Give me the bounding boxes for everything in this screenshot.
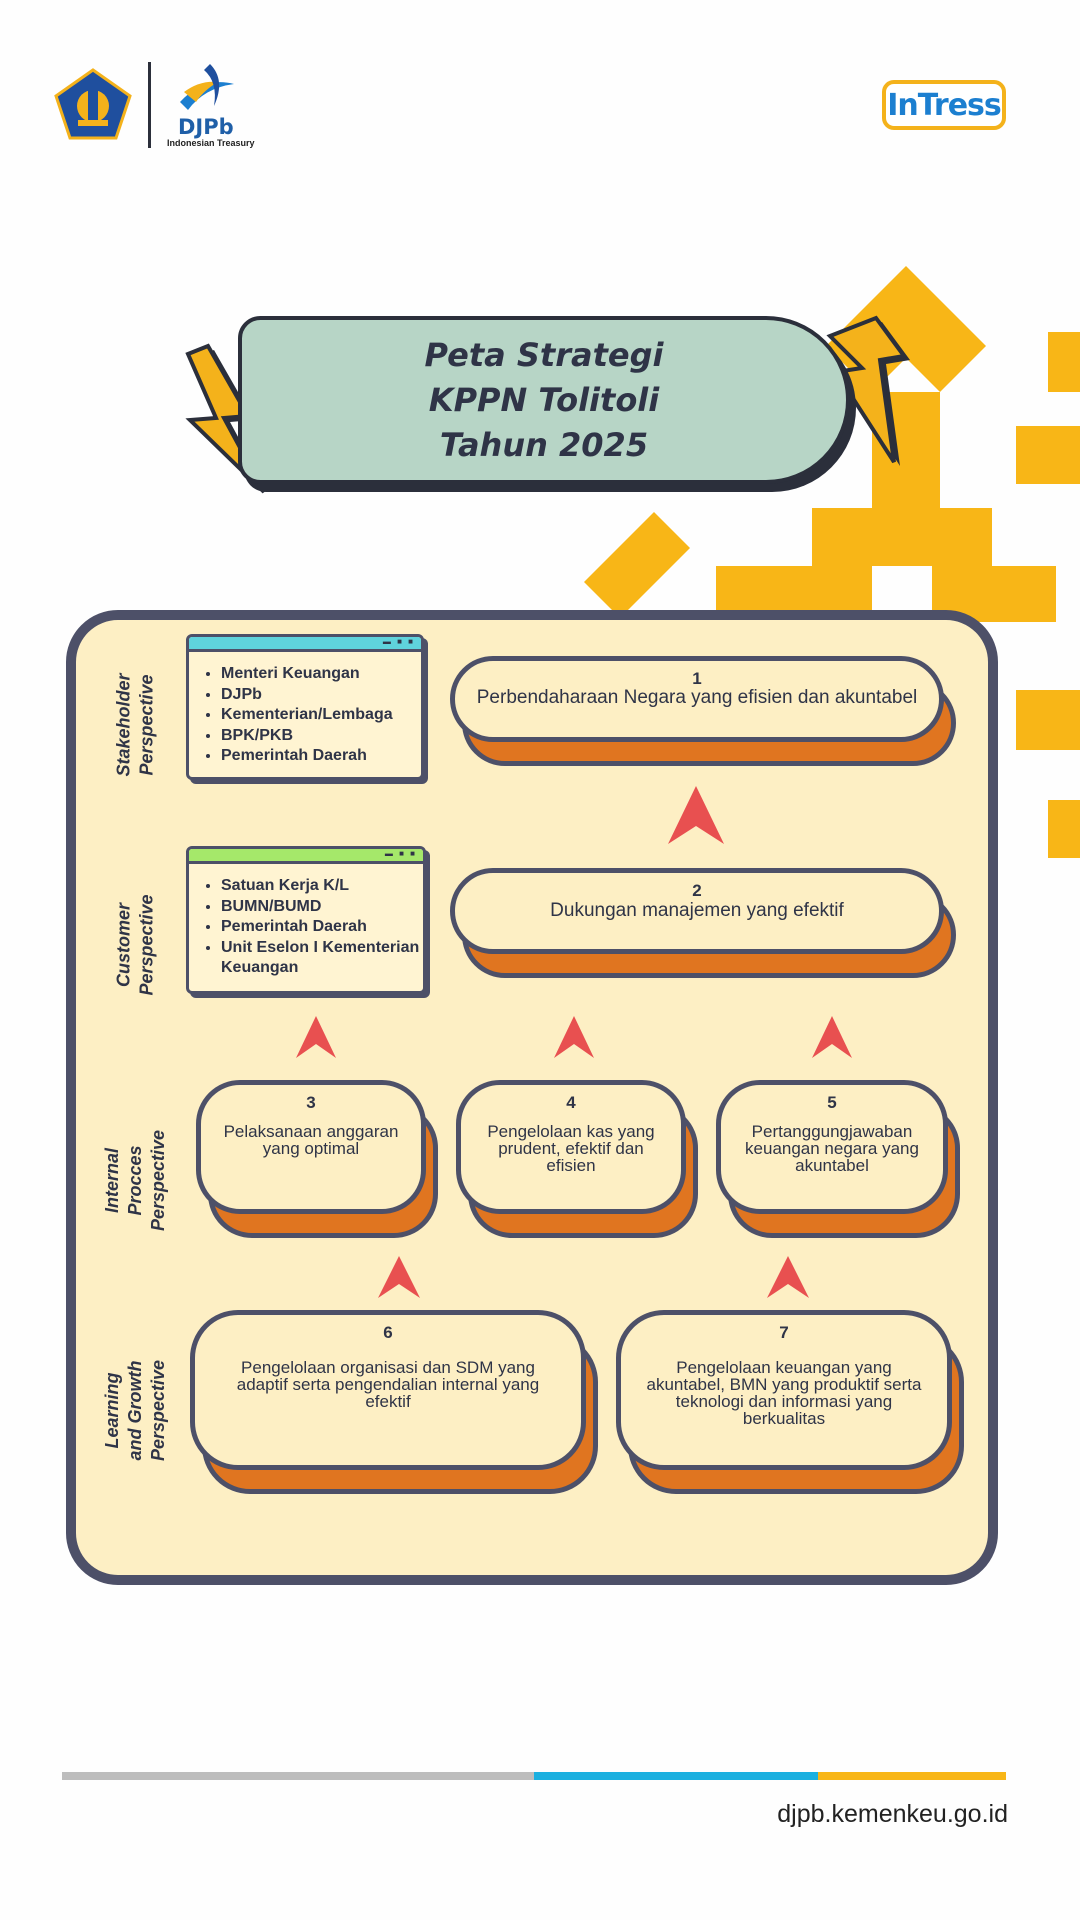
intress-logo: InTress (882, 80, 1006, 130)
list-item: Satuan Kerja K/L (221, 876, 423, 897)
objective-text: Pelaksanaan anggaran yang optimal (223, 1122, 399, 1158)
djpb-logo-subtitle: Indonesian Treasury (167, 138, 255, 148)
title-banner: Peta Strategi KPPN Tolitoli Tahun 2025 (238, 316, 850, 484)
list-item: Unit Eselon I Kementerian Keuangan (221, 938, 423, 979)
footer-bar-gray (62, 1772, 534, 1780)
objective-number: 5 (827, 1093, 837, 1112)
objective-text: Pertanggungjawaban keuangan negara yang … (745, 1122, 919, 1175)
objective-number: 7 (779, 1323, 789, 1342)
objective-text: Pengelolaan organisasi dan SDM yang adap… (236, 1358, 540, 1411)
objective-node-2: 2 Dukungan manajemen yang efektif (450, 868, 956, 978)
list-item: Pemerintah Daerah (221, 917, 423, 938)
djpb-logo-text: DJPb (178, 115, 234, 139)
title-line-3: Tahun 2025 (439, 425, 649, 464)
objective-node-4: 4 Pengelolaan kas yang prudent, efektif … (456, 1080, 698, 1238)
objective-text: Dukungan manajemen yang efektif (550, 900, 844, 921)
title-line-1: Peta Strategi (424, 335, 664, 374)
list-item: BPK/PKB (221, 726, 421, 747)
objective-node-6: 6 Pengelolaan organisasi dan SDM yang ad… (190, 1310, 598, 1494)
list-item: BUMN/BUMD (221, 897, 423, 918)
objective-node-3: 3 Pelaksanaan anggaran yang optimal (196, 1080, 438, 1238)
objective-number: 1 (692, 669, 702, 688)
objective-text: Pengelolaan keuangan yang akuntabel, BMN… (646, 1358, 922, 1428)
djpb-logo-icon (180, 64, 234, 110)
footer-bar-yellow (818, 1772, 1006, 1780)
perspective-label-customer: Customer Perspective (114, 894, 158, 996)
arrow-up-5-to-2-icon (812, 1016, 852, 1058)
arrow-up-2-to-1-icon (668, 786, 724, 844)
arrow-up-3-to-customer-icon (296, 1016, 336, 1058)
objective-number: 3 (306, 1093, 316, 1112)
window-controls-icon: ▬ ■ ■ (384, 849, 417, 858)
list-item: Kementerian/Lembaga (221, 705, 421, 726)
objective-node-1: 1 Perbendaharaan Negara yang efisien dan… (450, 656, 956, 766)
kemenkeu-emblem-icon (54, 68, 132, 140)
window-title-bar: ▬ ■ ■ (189, 637, 421, 652)
stakeholder-list-window: ▬ ■ ■ Menteri KeuanganDJPbKementerian/Le… (186, 634, 424, 780)
title-line-2: KPPN Tolitoli (428, 380, 660, 419)
window-controls-icon: ▬ ■ ■ (382, 637, 415, 646)
stakeholder-list: Menteri KeuanganDJPbKementerian/LembagaB… (189, 664, 421, 767)
objective-text: Pengelolaan kas yang prudent, efektif da… (487, 1122, 655, 1175)
objective-node-5: 5 Pertanggungjawaban keuangan negara yan… (716, 1080, 960, 1238)
list-item: Menteri Keuangan (221, 664, 421, 685)
perspective-label-stakeholder: Stakeholder Perspective (114, 673, 158, 777)
logo-divider (148, 62, 151, 148)
customer-list-window: ▬ ■ ■ Satuan Kerja K/LBUMN/BUMDPemerinta… (186, 846, 426, 994)
objective-number: 6 (383, 1323, 393, 1342)
arrow-up-4-to-2-icon (554, 1016, 594, 1058)
arrow-up-6-to-3-icon (378, 1256, 420, 1298)
footer-bar-blue (534, 1772, 818, 1780)
list-item: Pemerintah Daerah (221, 746, 421, 767)
perspective-label-internal: Internal Procces Perspective (102, 1129, 169, 1231)
footer-website[interactable]: djpb.kemenkeu.go.id (777, 1800, 1008, 1828)
lightning-bolt-right-icon (826, 315, 910, 466)
perspective-label-learning: Learning and Growth Perspective (102, 1359, 169, 1461)
customer-list: Satuan Kerja K/LBUMN/BUMDPemerintah Daer… (189, 876, 423, 979)
objective-node-7: 7 Pengelolaan keuangan yang akuntabel, B… (616, 1310, 964, 1494)
arrow-up-7-to-5-icon (767, 1256, 809, 1298)
objective-text: Perbendaharaan Negara yang efisien dan a… (476, 687, 918, 708)
list-item: DJPb (221, 685, 421, 706)
objective-number: 2 (692, 881, 702, 900)
window-title-bar: ▬ ■ ■ (189, 849, 423, 864)
objective-number: 4 (566, 1093, 576, 1112)
